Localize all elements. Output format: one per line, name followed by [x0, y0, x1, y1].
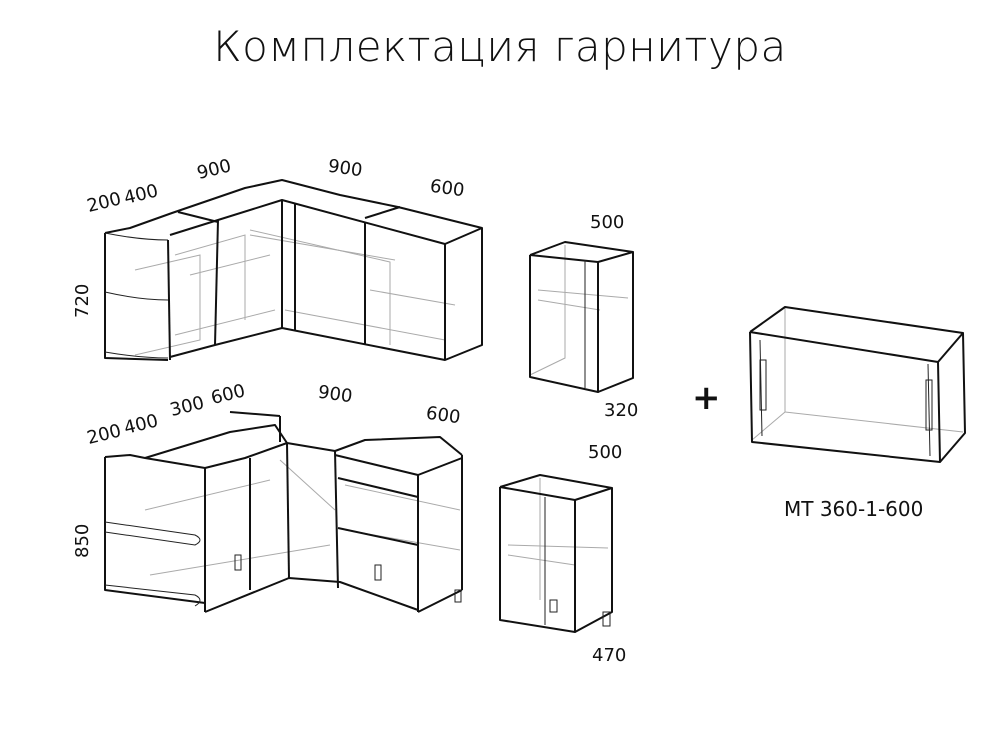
- plus-sign: +: [692, 378, 721, 418]
- dim-lower-single-width: 500: [588, 442, 623, 463]
- dim-upper-single-width: 500: [590, 212, 625, 233]
- mt-wall-cabinet: [749, 306, 966, 463]
- lower-single-cabinet: [499, 474, 613, 633]
- page-title: Комплектация гарнитура: [213, 22, 787, 71]
- lower-cabinet-set: [104, 411, 463, 613]
- extra-cabinet-code: МТ 360-1-600: [784, 497, 924, 521]
- dim-upper-single-depth: 320: [604, 400, 639, 421]
- upper-single-cabinet: [529, 241, 634, 393]
- dim-lower-height: 850: [72, 523, 93, 558]
- upper-cabinet-set: [104, 179, 483, 361]
- dim-lower-single-depth: 470: [592, 645, 627, 666]
- dim-upper-height: 720: [72, 283, 93, 318]
